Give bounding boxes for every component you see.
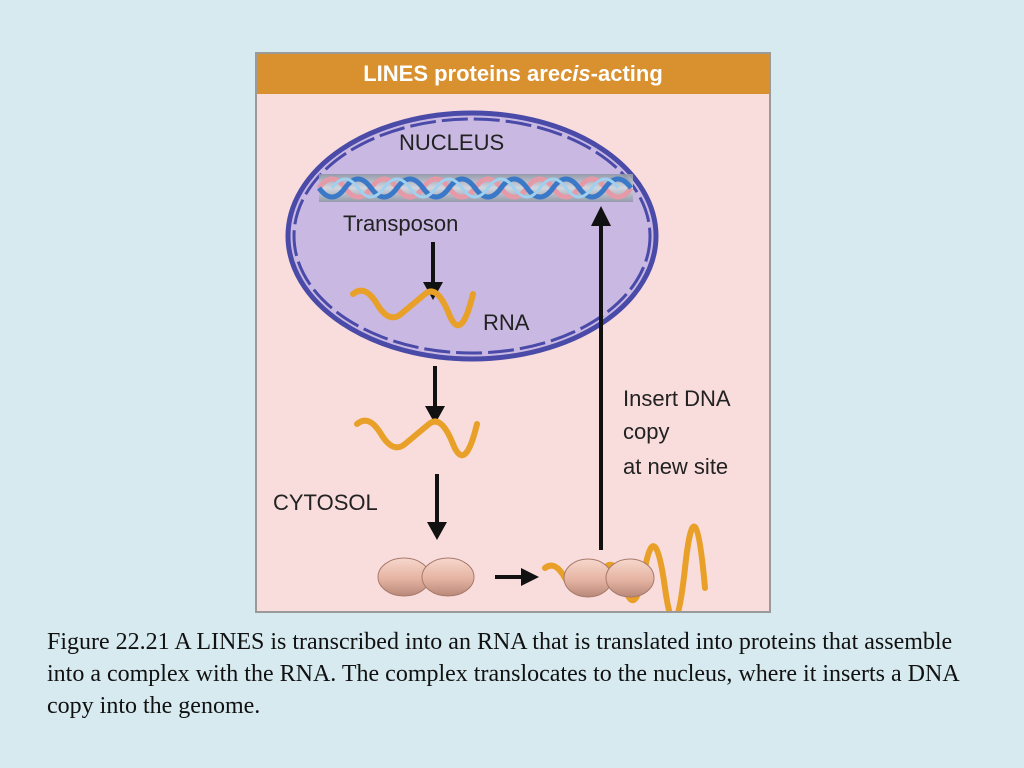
- figure-caption: Figure 22.21 A LINES is transcribed into…: [47, 629, 959, 719]
- cytosolic-rna-strand: [354, 417, 480, 459]
- rna-label: RNA: [483, 310, 530, 335]
- figure-panel: Transposon NUCLEUS RNA CYTOSOL: [255, 52, 771, 613]
- title-prefix: LINES proteins are: [363, 61, 561, 86]
- nucleus-label: NUCLEUS: [399, 130, 504, 155]
- complex-protein-left: [563, 558, 613, 598]
- nuclear-membrane-inner: [292, 117, 652, 355]
- transposon-label: Transposon: [343, 211, 458, 236]
- transposon-dna: Transposon: [316, 174, 634, 236]
- protein-right: [421, 557, 475, 597]
- cytosol-label: CYTOSOL: [273, 490, 378, 515]
- lines-proteins: [377, 557, 475, 597]
- rnp-complex: [542, 523, 708, 611]
- arrow-insertion: [591, 206, 611, 550]
- nuclear-rna-strand: [350, 287, 476, 329]
- title-italic: cis: [560, 61, 591, 86]
- insert-label-line2: copy: [623, 419, 669, 444]
- dna-strand-light: [330, 177, 620, 199]
- insert-label-line1: Insert DNA: [623, 386, 731, 411]
- arrow-translation: [427, 474, 447, 540]
- figure-title: LINES proteins are cis-acting: [257, 54, 769, 94]
- arrow-assembly: [495, 568, 539, 586]
- title-suffix: -acting: [590, 61, 663, 86]
- insert-label-line3: at new site: [623, 454, 728, 479]
- nuclear-membrane-outer: [285, 110, 659, 362]
- complex-protein-right: [605, 558, 655, 598]
- lines-diagram: Transposon NUCLEUS RNA CYTOSOL: [273, 110, 731, 611]
- arrow-export: [425, 366, 445, 424]
- dna-strand-blue: [316, 176, 634, 200]
